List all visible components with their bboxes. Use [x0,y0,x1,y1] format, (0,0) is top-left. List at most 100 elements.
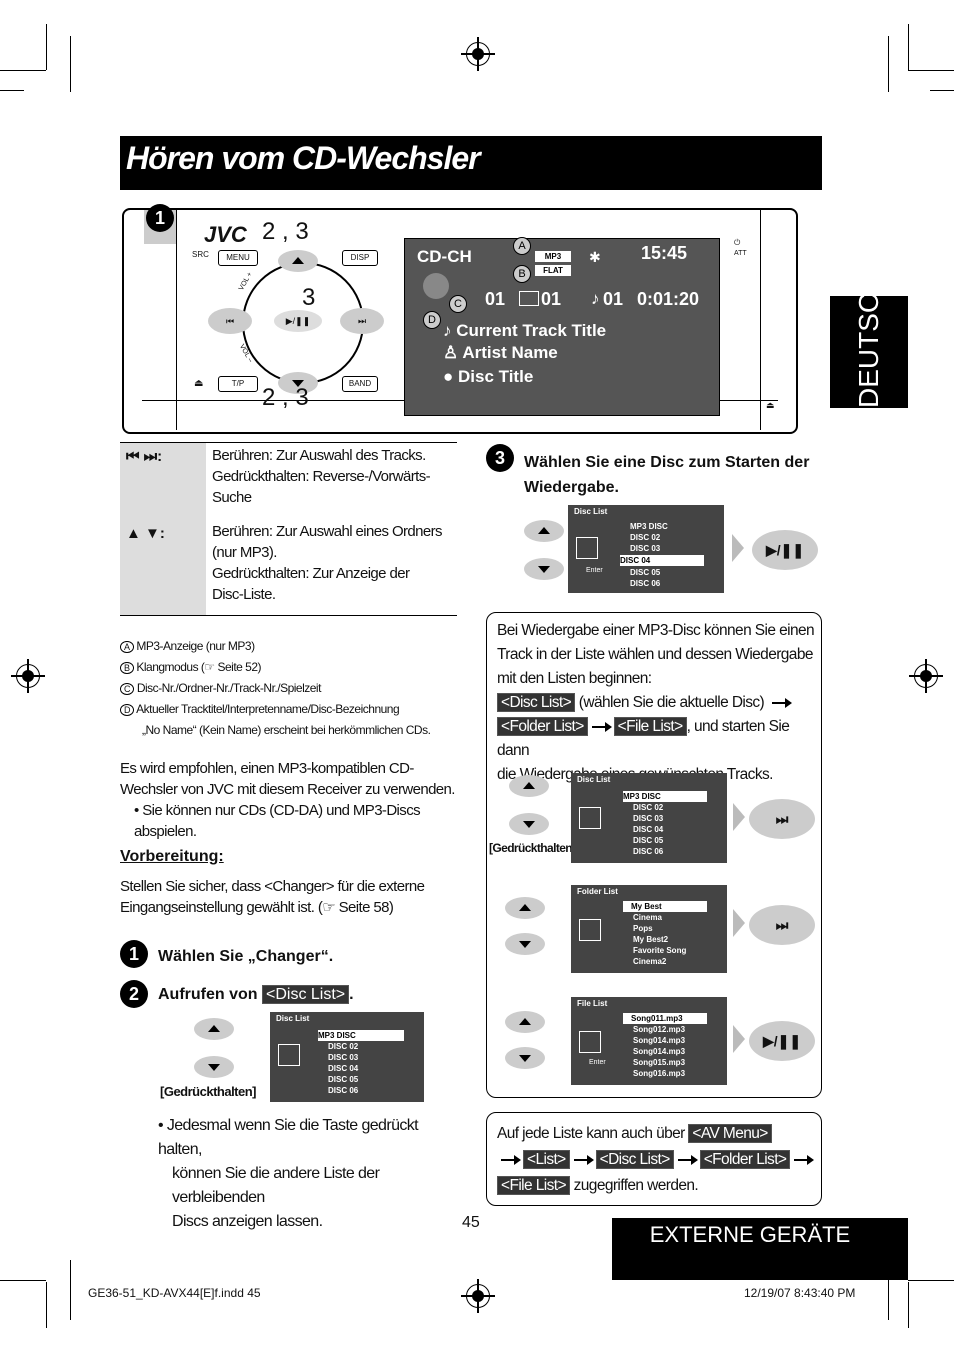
next-button[interactable]: ⏭ [749,905,815,945]
disc-row[interactable]: DISC 02 [328,1042,359,1051]
next-button[interactable]: ⏭ [749,799,815,839]
registration-mark-left [11,659,45,693]
file-row[interactable]: Song016.mp3 [633,1069,686,1078]
att-label: ATT [734,250,747,257]
menu-label: MENU [226,253,250,262]
disc-row[interactable]: DISC 02 [633,803,664,812]
track-title: ♪ Current Track Title [443,321,607,340]
disc-row[interactable]: DISC 06 [633,847,664,856]
play-pause-button[interactable]: ▶/❚❚ [752,530,818,570]
folder-row[interactable]: Favorite Song [633,946,687,955]
disc-row[interactable]: DISC 06 [630,579,661,588]
folder-row[interactable]: Cinema [633,913,662,922]
file-row[interactable]: Song015.mp3 [633,1058,686,1067]
device-step-1: 1 [146,204,174,232]
folder-row[interactable]: Pops [633,924,653,933]
jog-icon [579,807,601,829]
registration-mark-top [461,37,495,71]
disc-list-tag: <Disc List> [262,985,350,1004]
down-button[interactable] [278,372,318,394]
disc-row[interactable]: DISC 05 [633,836,664,845]
folder-row-selected[interactable]: My Best [623,901,707,912]
file-row[interactable]: Song014.mp3 [633,1036,686,1045]
legend-d: D Aktueller Tracktitel/Interpretenname/D… [120,699,460,720]
mp3-up-button[interactable] [509,775,549,797]
eject-icon[interactable]: ⏏ [194,378,204,389]
device-step-3: 3 [302,284,316,311]
legend-a: A MP3-Anzeige (nur MP3) [120,636,460,657]
key-desc-1: Berühren: Zur Auswahl des Tracks. Gedrüc… [212,447,431,506]
disc-row[interactable]: DISC 05 [630,568,661,577]
key-table: ⏮ ⏭: Berühren: Zur Auswahl des Tracks. G… [120,442,457,616]
next-button[interactable]: ⏭ [340,308,384,334]
hold-bullet: • Jedesmal wenn Sie die Taste gedrückt h… [158,1117,419,1230]
step3-down-button[interactable] [524,558,564,580]
up-button[interactable] [278,250,318,272]
disc-icon [423,273,449,299]
disc-row[interactable]: DISC 05 [328,1075,359,1084]
disc-row-selected[interactable]: MP3 DISC [623,791,707,802]
key-desc-2: Berühren: Zur Auswahl eines Ordners (nur… [212,523,443,603]
callout-b: B [513,265,531,283]
disc-row-selected[interactable]: DISC 04 [620,555,704,566]
play-pause-button[interactable]: ▶/❚❚ [749,1021,815,1061]
file-row[interactable]: Song014.mp3 [633,1047,686,1056]
disc-row[interactable]: MP3 DISC [630,522,668,531]
power-icon[interactable]: ⏻ [734,238,741,247]
registration-mark-right [909,659,943,693]
registration-mark-bottom [461,1279,495,1313]
flat-indicator: FLAT [535,265,571,276]
bluetooth-icon: ✱ [589,249,601,265]
file-row[interactable]: Song012.mp3 [633,1025,686,1034]
arrow-right-icon [591,721,612,732]
disc-row[interactable]: DISC 02 [630,533,661,542]
disc-row[interactable]: DISC 06 [328,1086,359,1095]
track-number: 01 [603,289,624,309]
disc-row[interactable]: MP3 DISC [318,1030,404,1041]
footer-file: GE36-51_KD-AVX44[E]f.indd 45 [88,1286,261,1300]
disc-row[interactable]: DISC 04 [633,825,664,834]
mp3-up-button[interactable] [505,897,545,919]
folder-row[interactable]: My Best2 [633,935,669,944]
menu-button[interactable]: MENU [218,250,258,266]
disc-number: 01 [485,289,506,309]
prev-button[interactable]: ⏮ [208,308,252,334]
step-3-number: 3 [486,444,514,472]
step-2-text: Aufrufen von <Disc List>. [158,985,354,1004]
mp3-down-button[interactable] [505,933,545,955]
legend: A MP3-Anzeige (nur MP3) B Klangmodus (☞ … [120,636,460,740]
mp3-indicator: MP3 [535,251,571,262]
band-button[interactable]: BAND [342,376,378,392]
mp3-down-button[interactable] [509,813,549,835]
av-menu-tag: <AV Menu> [688,1124,772,1143]
step3-up-button[interactable] [524,520,564,542]
disc-row[interactable]: DISC 03 [328,1053,359,1062]
folder-row[interactable]: Cinema2 [633,957,667,966]
title-bar: Hören vom CD-Wechsler [120,136,822,190]
disc-list-tag: <Disc List> [595,1150,674,1169]
step2-down-button[interactable] [194,1056,234,1078]
key-up-down: ▲ ▼: [126,525,165,542]
hold-label-2: [Gedrückthalten] [489,841,576,855]
chevron-right-icon [732,534,744,562]
disc-row[interactable]: DISC 03 [630,544,661,553]
step-2-number: 2 [120,980,148,1008]
artist-name: ♙ Artist Name [443,343,558,362]
tp-button[interactable]: T/P [218,376,258,392]
mp3-down-button[interactable] [505,1047,545,1069]
disc-row[interactable]: DISC 04 [328,1064,359,1073]
prep-text: Stellen Sie sicher, dass <Changer> für d… [120,878,425,916]
folder-number: 01 [541,289,562,309]
disc-row[interactable]: DISC 03 [633,814,664,823]
play-pause-button[interactable]: ▶/❚❚ [274,310,322,332]
open-button[interactable]: ⏏ [766,400,775,410]
src-label: SRC [192,250,209,259]
step2-up-button[interactable] [194,1018,234,1040]
disp-button[interactable]: DISP [342,250,378,266]
chevron-right-icon [733,803,745,831]
brand-logo: JVC [204,222,247,247]
mp3-up-button[interactable] [505,1011,545,1033]
source-label: CD-CH [417,247,472,266]
file-row-selected[interactable]: Song011.mp3 [623,1013,707,1024]
legend-b: B Klangmodus (☞ Seite 52) [120,657,460,678]
